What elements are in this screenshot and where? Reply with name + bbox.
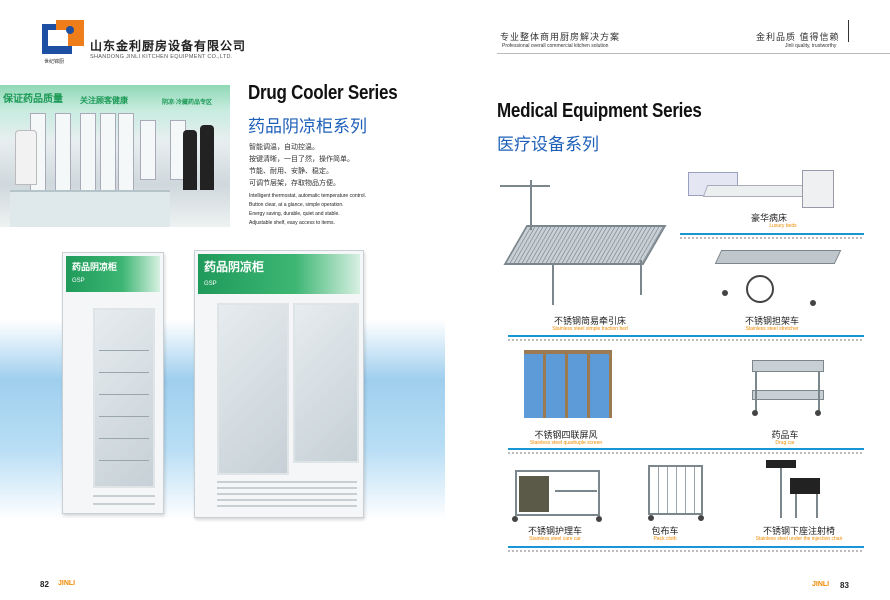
drug-car-shelf — [752, 390, 824, 400]
pharmacy-photo: 保证药品质量 关注顾客健康 阴凉·冷藏药品专区 — [0, 85, 230, 227]
product-name-cn: 包布车 — [651, 526, 679, 536]
care-car-image — [515, 470, 600, 516]
caster-wheel — [648, 515, 654, 521]
section-rule — [680, 233, 864, 239]
product-name-en: Luxury beds — [769, 223, 797, 229]
brand-mark-left: JINLI — [58, 580, 76, 587]
product-name-en: Stainless steel simple traction bed — [552, 326, 628, 332]
photo-sign: 保证药品质量 — [3, 94, 63, 105]
drug-car-leg — [818, 372, 820, 412]
photo-sign: 关注顾客健康 — [80, 96, 128, 105]
page-number-right: 83 — [840, 581, 849, 590]
caster-wheel — [815, 410, 821, 416]
feature-en: Button clear, at a glance, simple operat… — [249, 202, 344, 208]
product-name-en: Stainless steel care car — [529, 536, 581, 542]
feature-cn: 可调节层架，存取物品方便。 — [249, 180, 340, 187]
caster-wheel — [512, 516, 518, 522]
feature-en: Intelligent thermostat, automatic temper… — [249, 193, 367, 199]
traction-bed-leg — [640, 260, 642, 295]
injection-chair-leg — [816, 494, 818, 518]
injection-chair-post — [780, 468, 782, 518]
traction-bed-leg — [552, 265, 554, 305]
cabinet-label: 药品阴凉柜 — [204, 260, 265, 274]
stretcher-wheel — [746, 275, 774, 303]
medical-subtitle: 医疗设备系列 — [497, 135, 599, 154]
feature-cn: 智能调温，自动控温。 — [249, 144, 319, 151]
traction-frame-post — [530, 180, 532, 230]
drug-cooler-title: Drug Cooler Series — [248, 82, 398, 104]
product-name-cn: 不锈钢护理车 — [527, 526, 583, 536]
traction-frame-bar — [500, 185, 550, 187]
gsp-badge: GSP — [204, 281, 217, 287]
traction-bed-image — [503, 225, 667, 265]
feature-en: Energy saving, durable, quiet and stable… — [249, 211, 340, 217]
section-rule — [508, 546, 864, 552]
product-name-en: Stainless steel quadruple screen — [529, 440, 603, 446]
drug-car-image — [752, 360, 824, 372]
double-door-cabinet: 药品阴凉柜 GSP — [194, 250, 364, 518]
medical-title: Medical Equipment Series — [497, 100, 702, 122]
product-name-en: Drug car — [775, 440, 795, 446]
injection-chair-image — [766, 460, 796, 468]
product-name-cn: 不锈钢四联屏风 — [534, 430, 598, 440]
product-name-cn: 不锈钢简易牵引床 — [553, 316, 627, 326]
injection-chair-seat — [790, 478, 820, 494]
luxury-bed-mattress — [702, 185, 808, 197]
bedside-cabinet-image — [802, 170, 834, 208]
drug-cooler-subtitle: 药品阴凉柜系列 — [248, 117, 367, 136]
product-name-cn: 药品车 — [771, 430, 799, 440]
product-name-en: Stainless steel stretcher — [745, 326, 799, 332]
caster-wheel — [698, 515, 704, 521]
caster-wheel — [752, 410, 758, 416]
header-slogan-en: Professional overall commercial kitchen … — [502, 43, 609, 49]
photo-sign: 阴凉·冷藏药品专区 — [162, 100, 212, 106]
drug-car-leg — [755, 372, 757, 412]
section-rule — [508, 448, 864, 454]
caster-wheel — [722, 290, 728, 296]
header-quality-cn: 金利品质 值得信赖 — [756, 32, 840, 42]
header-vertical-rule — [848, 20, 849, 42]
injection-chair-leg — [795, 494, 797, 518]
stretcher-image — [714, 250, 842, 264]
product-name-cn: 豪华病床 — [750, 213, 788, 223]
header-slogan-cn: 专业整体商用厨房解决方案 — [500, 32, 621, 42]
product-name-cn: 不锈钢担架车 — [744, 316, 800, 326]
section-rule — [508, 335, 864, 341]
gsp-badge: GSP — [72, 278, 85, 284]
header-divider — [497, 53, 890, 54]
company-name-en: SHANDONG JINLI KITCHEN EQUIPMENT CO.,LTD… — [90, 54, 233, 60]
feature-en: Adjustable shelf, easy access to items. — [249, 220, 335, 226]
product-name-en: Stainless steel under the injection chai… — [755, 536, 843, 542]
company-logo — [42, 20, 84, 56]
logo-tagline: 世纪锦厨 — [44, 59, 65, 65]
feature-cn: 节能、耐用、安静、稳定。 — [249, 168, 333, 175]
caster-wheel — [810, 300, 816, 306]
cabinet-label: 药品阴凉柜 — [72, 262, 118, 272]
company-name-cn: 山东金利厨房设备有限公司 — [90, 39, 247, 53]
feature-cn: 按键清晰，一目了然，操作简单。 — [249, 156, 354, 163]
header-quality-en: Jinli quality, trustworthy — [785, 43, 837, 49]
page-number-left: 82 — [40, 580, 49, 589]
product-name-en: Pack cloth — [653, 536, 677, 542]
single-door-cabinet: 药品阴凉柜 GSP — [62, 252, 164, 514]
brand-mark-right: JINLI — [812, 581, 830, 588]
product-name-cn: 不锈钢下座注射椅 — [762, 526, 836, 536]
pack-cloth-car-image — [648, 465, 703, 515]
quadruple-screen-image — [524, 350, 612, 418]
caster-wheel — [596, 516, 602, 522]
